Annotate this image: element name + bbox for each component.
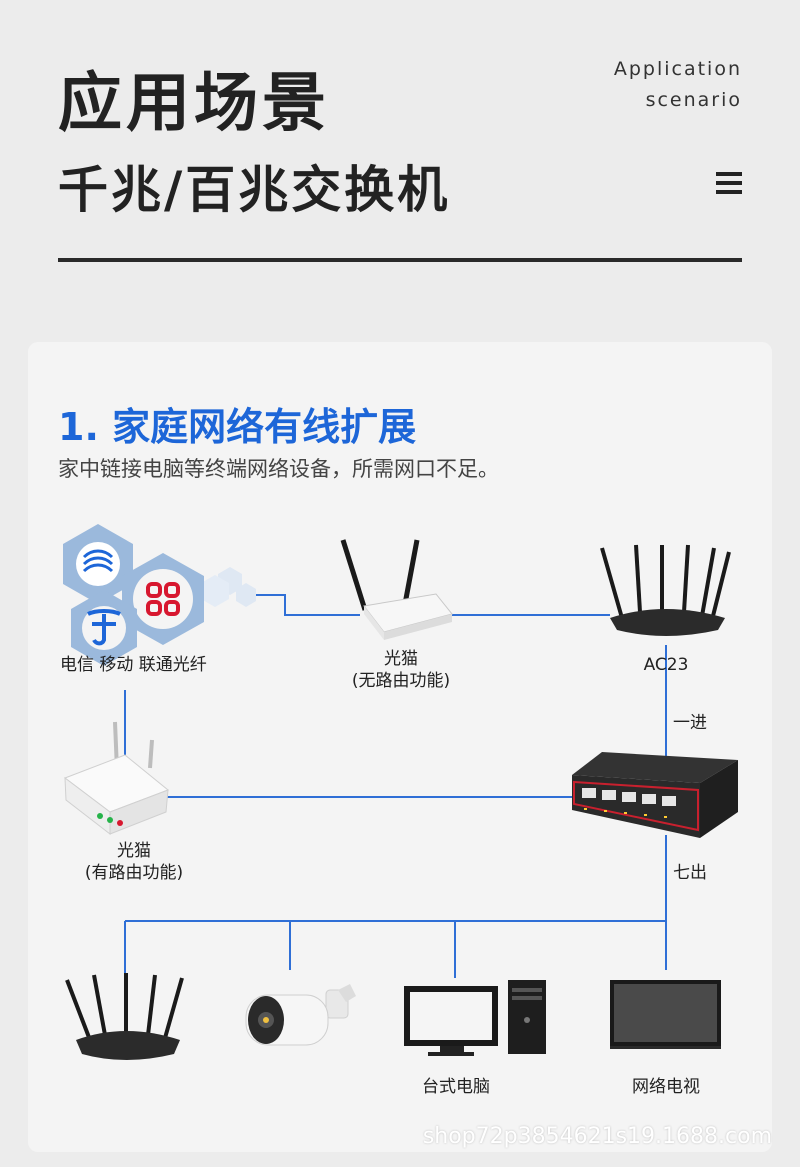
- china-unicom-logo: [122, 553, 204, 645]
- watermark: shop72p3854621s19.1688.com: [422, 1124, 772, 1149]
- english-caption-line1: Application: [613, 58, 742, 80]
- wireless-modem-icon: [340, 539, 453, 640]
- switch-icon: [572, 752, 738, 838]
- isp-label: 电信 移动 联通光纤: [60, 655, 207, 675]
- router-modem-icon: [63, 721, 169, 836]
- modem-top-label: 光猫 (无路由功能): [340, 648, 462, 692]
- page-title: 应用场景: [58, 67, 330, 141]
- section-title: 1. 家庭网络有线扩展: [58, 405, 417, 449]
- tv-icon: [610, 980, 721, 1049]
- desktop-label: 台式电脑: [422, 1077, 490, 1097]
- router-icon-bottom: [65, 973, 184, 1060]
- hex-small-2: [236, 583, 256, 607]
- downlink-label: 七出: [673, 863, 707, 883]
- english-caption-line2: scenario: [645, 89, 742, 111]
- tv-label: 网络电视: [632, 1077, 700, 1097]
- modem-top-label-line1: 光猫: [384, 649, 418, 669]
- modem-left-label-line2: (有路由功能): [84, 863, 184, 883]
- menu-icon[interactable]: [716, 172, 742, 196]
- china-telecom-logo: [71, 590, 137, 666]
- router-ac23-label: AC23: [643, 655, 689, 675]
- modem-left-label: 光猫 (有路由功能): [74, 840, 194, 884]
- uplink-label: 一进: [673, 713, 707, 733]
- desktop-pc-icon: [404, 980, 546, 1056]
- modem-top-label-line2: (无路由功能): [351, 671, 451, 691]
- isp-logos: [63, 524, 256, 666]
- section-description: 家中链接电脑等终端网络设备，所需网口不足。: [58, 457, 499, 481]
- modem-left-label-line1: 光猫: [117, 841, 151, 861]
- header-divider: [58, 258, 742, 262]
- page-subtitle: 千兆/百兆交换机: [58, 161, 451, 219]
- connection-lines: [124, 594, 667, 978]
- camera-icon: [245, 984, 356, 1046]
- english-caption: Application scenario: [614, 54, 742, 116]
- hex-small-3: [201, 575, 229, 607]
- china-mobile-logo: [63, 524, 133, 604]
- router-icon: [600, 544, 731, 636]
